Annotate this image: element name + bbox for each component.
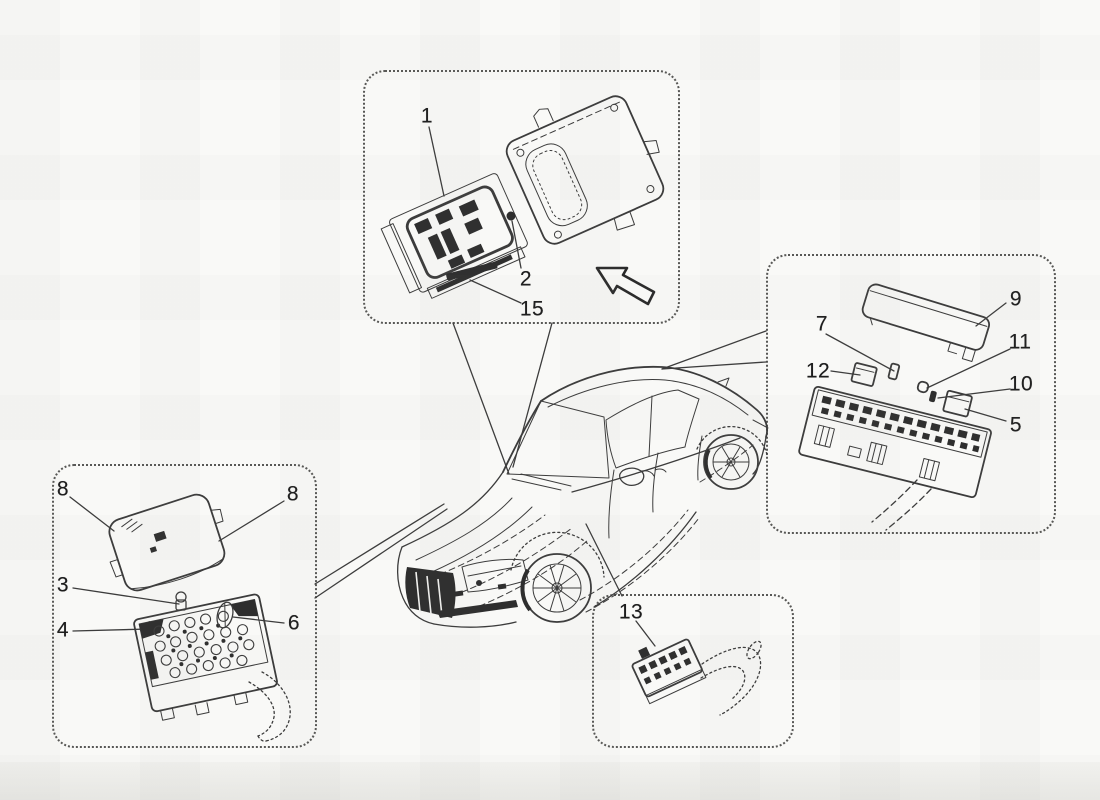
callout-7: 7 <box>815 312 829 336</box>
car-sketch <box>396 365 769 628</box>
fusebox-cover <box>861 283 991 363</box>
gasket-strip <box>446 261 498 281</box>
control-unit <box>505 95 665 245</box>
relay-5 <box>942 389 973 418</box>
callout-8-left: 8 <box>56 477 70 501</box>
callout-15: 15 <box>519 297 545 321</box>
direction-arrow-icon <box>595 266 656 306</box>
connector-block <box>631 638 707 705</box>
screw <box>506 211 516 221</box>
fusebox-body-front <box>133 593 278 721</box>
front-wheel <box>510 531 605 623</box>
callout-5: 5 <box>1009 413 1023 437</box>
relay-12 <box>850 362 878 387</box>
callout-1: 1 <box>420 104 434 128</box>
fuse-10 <box>929 390 937 403</box>
callout-9: 9 <box>1009 287 1023 311</box>
callout-8-right: 8 <box>286 482 300 506</box>
front-fusebox-drawing <box>108 493 291 742</box>
connector-drawing <box>631 638 762 716</box>
callout-10: 10 <box>1008 372 1034 396</box>
leader-lines <box>69 126 1011 647</box>
fusebox-cover-front <box>108 493 226 592</box>
harness-conduit <box>871 479 918 523</box>
callout-11: 11 <box>1008 330 1032 354</box>
callout-6: 6 <box>287 611 301 635</box>
relay-bracket <box>380 173 528 299</box>
fusebox-body <box>798 385 992 499</box>
callout-13: 13 <box>618 600 644 624</box>
fuse-4 <box>144 621 156 636</box>
connector-conduit <box>700 640 762 716</box>
fuse-6 <box>216 601 234 629</box>
harness-conduit-front <box>248 671 291 742</box>
fuse-11 <box>916 380 930 394</box>
panel-control-unit-detail <box>363 70 680 324</box>
callout-3: 3 <box>56 573 70 597</box>
fuse-7 <box>887 362 901 381</box>
callout-4: 4 <box>56 618 70 642</box>
engine-fusebox-drawing <box>798 283 992 531</box>
fuse-3 <box>175 591 187 611</box>
panel-engine-fusebox-detail <box>766 254 1056 534</box>
panel-front-fusebox-detail <box>52 464 317 748</box>
rear-wheel <box>696 425 768 490</box>
callout-12: 12 <box>805 359 831 383</box>
panel-connector-detail <box>592 594 794 748</box>
scan-artifact-band <box>0 762 1100 800</box>
callout-2: 2 <box>519 267 533 291</box>
body-computer-drawing <box>380 95 665 306</box>
